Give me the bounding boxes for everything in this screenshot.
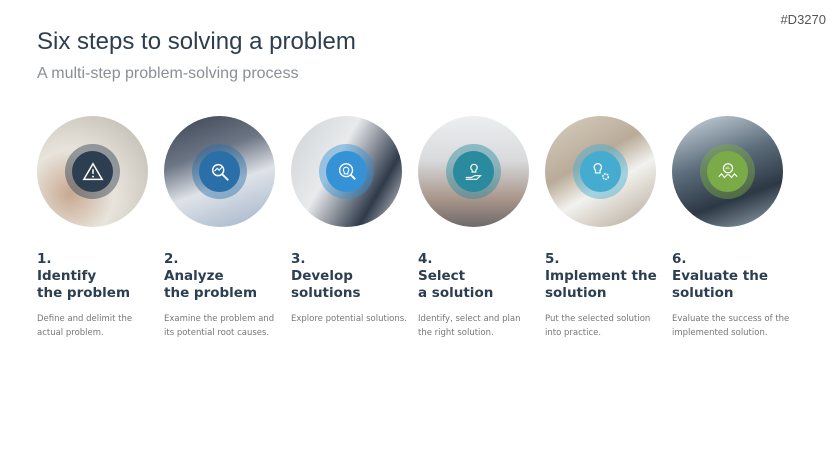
step-number: 1. (37, 251, 52, 267)
step-description: Examine the problem and its potential ro… (164, 314, 275, 338)
step-number: 5. (545, 251, 560, 267)
step-photo (291, 116, 402, 227)
step-title-line2: the problem (164, 285, 258, 301)
step-title-line2: the problem (37, 285, 131, 301)
step-title-line2: solution (672, 285, 734, 301)
step-description: Define and delimit the actual problem. (37, 314, 133, 338)
page-title: Six steps to solving a problem (37, 28, 356, 55)
step-photo (418, 116, 529, 227)
step-photo (672, 116, 783, 227)
step-title-line2: solution (545, 285, 607, 301)
step-number: 6. (672, 251, 687, 267)
lightbulb-gear-icon (580, 151, 621, 192)
step-title-line1: Analyze (164, 268, 224, 284)
step-description: Explore potential solutions. (291, 314, 407, 324)
step-photo (37, 116, 148, 227)
step-title-line1: Develop (291, 268, 353, 284)
step-number: 2. (164, 251, 179, 267)
step-number: 3. (291, 251, 306, 267)
warning-icon (72, 151, 113, 192)
step-title-line2: a solution (418, 285, 494, 301)
slide-code: #D3270 (780, 12, 826, 27)
page-subtitle: A multi-step problem-solving process (37, 65, 299, 82)
magnifier-chart-icon (199, 151, 240, 192)
step-photo (545, 116, 656, 227)
step-description: Evaluate the success of the implemented … (672, 314, 790, 338)
evaluation-icon (707, 151, 748, 192)
step-title-line2: solutions (291, 285, 361, 301)
step-photo (164, 116, 275, 227)
step-title-line1: Select (418, 268, 466, 284)
step-description: Identify, select and plan the right solu… (418, 314, 521, 338)
hand-lightbulb-icon (453, 151, 494, 192)
step-description: Put the selected solution into practice. (545, 314, 651, 338)
step-number: 4. (418, 251, 433, 267)
lightbulb-search-icon (326, 151, 367, 192)
step-title-line1: Implement the (545, 268, 657, 284)
step-title-line1: Identify (37, 268, 97, 284)
step-title-line1: Evaluate the (672, 268, 769, 284)
